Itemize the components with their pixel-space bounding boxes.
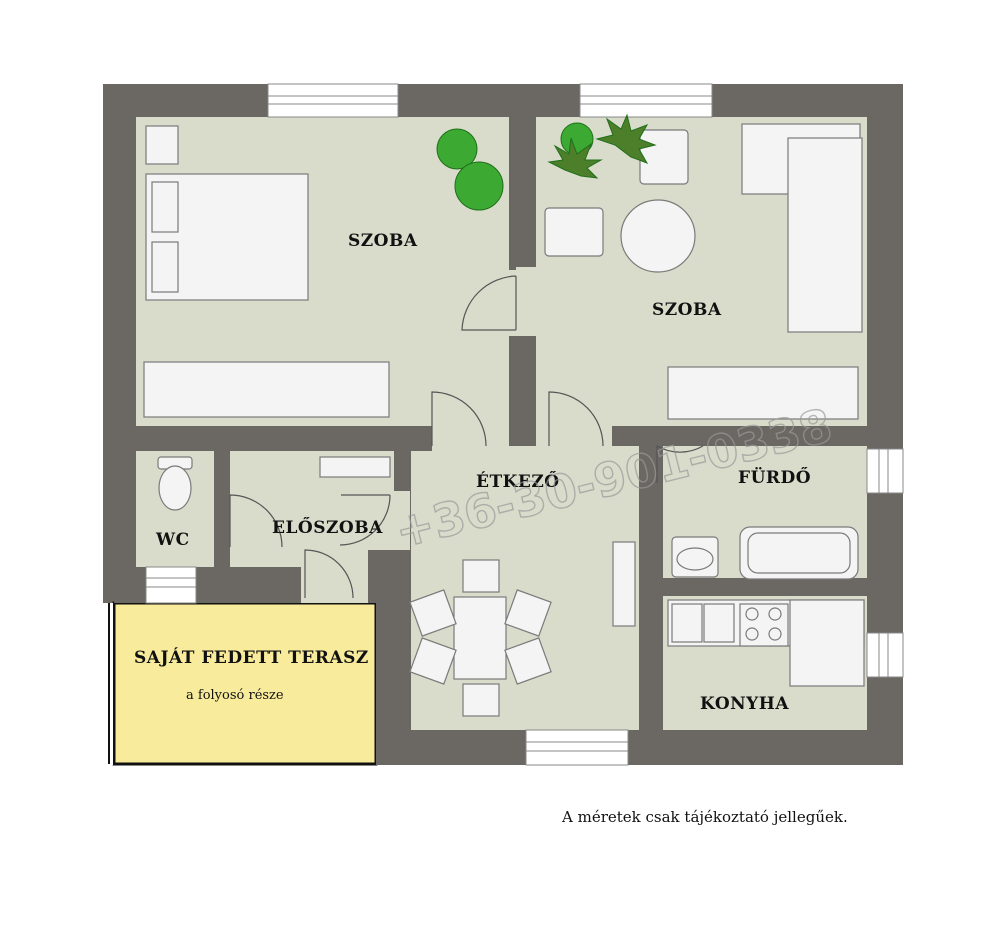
terrace-area[interactable] [112,601,378,766]
room-label-2: SZOBA [652,300,722,320]
terrace-note: a folyosó része [186,688,284,703]
furniture [143,123,865,717]
hall-label: ELŐSZOBA [272,517,383,538]
room-label-1: SZOBA [348,231,418,251]
dining-label: ÉTKEZŐ [476,471,560,492]
wc-label: WC [155,530,190,550]
terrace-label: SAJÁT FEDETT TERASZ [134,647,369,668]
kitchen-label: KONYHA [700,694,789,714]
bathroom-label: FÜRDŐ [738,467,811,488]
windows [145,83,904,766]
plants [436,113,657,211]
dining-area[interactable] [411,444,639,730]
doors[interactable] [229,275,704,599]
footnote: A méretek csak tájékoztató jellegűek. [561,808,848,826]
